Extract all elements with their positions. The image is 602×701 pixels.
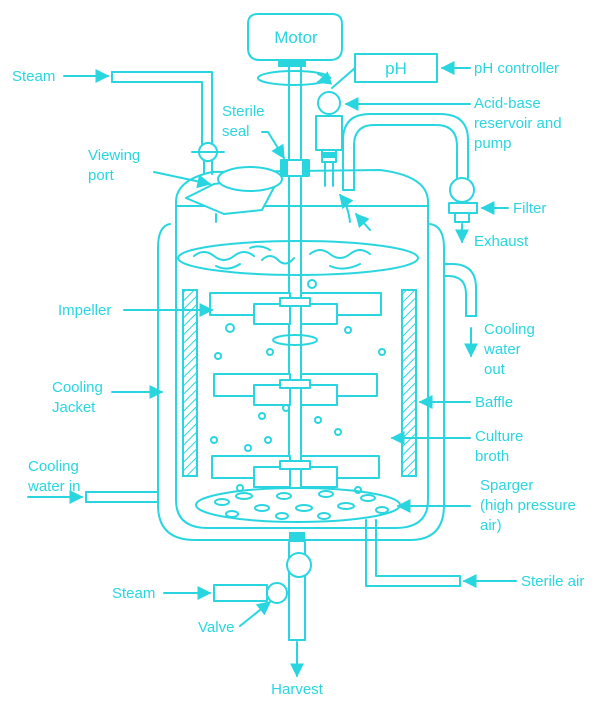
svg-text:Valve: Valve bbox=[198, 619, 234, 636]
svg-text:seal: seal bbox=[222, 123, 250, 140]
svg-text:Baffle: Baffle bbox=[475, 394, 513, 411]
svg-text:(high pressure: (high pressure bbox=[480, 497, 576, 514]
broth-surface bbox=[177, 240, 419, 276]
baffle-right bbox=[401, 289, 417, 477]
label-impeller: Impeller bbox=[58, 302, 214, 319]
drive-shaft bbox=[257, 66, 333, 489]
cooling-jacket bbox=[157, 223, 445, 541]
impeller-bottom bbox=[211, 455, 380, 488]
sparger bbox=[195, 487, 401, 523]
svg-text:Culture: Culture bbox=[475, 428, 523, 445]
cooling-water-out-pipe bbox=[443, 263, 478, 358]
svg-text:Sterile: Sterile bbox=[222, 103, 265, 120]
label-filter: Filter bbox=[480, 200, 546, 217]
svg-text:air): air) bbox=[480, 517, 502, 534]
label-cooling-water-in: Cooling water in bbox=[27, 458, 84, 504]
impeller-top bbox=[209, 292, 382, 325]
cooling-water-in-pipe bbox=[85, 491, 159, 503]
svg-text:pump: pump bbox=[474, 135, 512, 152]
label-cooling-water-out: Cooling water out bbox=[483, 321, 535, 378]
exhaust-pipe bbox=[342, 113, 478, 244]
svg-text:pH controller: pH controller bbox=[474, 60, 559, 77]
svg-text:Steam: Steam bbox=[12, 68, 55, 85]
svg-text:Cooling: Cooling bbox=[484, 321, 535, 338]
shaft-disc bbox=[272, 334, 318, 346]
svg-text:Impeller: Impeller bbox=[58, 302, 111, 319]
baffle-left bbox=[182, 289, 198, 477]
svg-text:Sparger: Sparger bbox=[480, 477, 533, 494]
label-viewing-port: Viewing port bbox=[88, 147, 212, 189]
svg-text:reservoir and: reservoir and bbox=[474, 115, 562, 132]
svg-text:port: port bbox=[88, 167, 115, 184]
label-culture-broth: Culture broth bbox=[390, 428, 523, 465]
motor: Motor bbox=[247, 13, 343, 67]
impeller-middle bbox=[213, 373, 378, 406]
air-bubbles bbox=[210, 279, 386, 494]
label-baffle: Baffle bbox=[418, 394, 513, 411]
sterile-air-pipe bbox=[365, 519, 461, 587]
label-exhaust: Exhaust bbox=[474, 233, 529, 250]
harvest-pipe bbox=[213, 532, 312, 678]
svg-text:Jacket: Jacket bbox=[52, 399, 96, 416]
svg-text:Viewing: Viewing bbox=[88, 147, 140, 164]
label-harvest: Harvest bbox=[271, 681, 324, 698]
steam-line-top bbox=[111, 71, 225, 175]
label-sparger: Sparger (high pressure air) bbox=[396, 477, 576, 534]
label-acid-base: Acid-base reservoir and pump bbox=[344, 95, 562, 152]
svg-text:Sterile air: Sterile air bbox=[521, 573, 584, 590]
label-sterile-seal: Sterile seal bbox=[222, 103, 285, 160]
viewing-port bbox=[185, 166, 283, 223]
svg-text:Steam: Steam bbox=[112, 585, 155, 602]
label-steam-bottom: Steam bbox=[112, 585, 212, 602]
label-sterile-air: Sterile air bbox=[462, 573, 584, 590]
svg-text:Cooling: Cooling bbox=[52, 379, 103, 396]
ph-box: pH bbox=[331, 53, 438, 89]
acid-base-pump bbox=[315, 91, 343, 187]
label-steam-top: Steam bbox=[12, 68, 110, 85]
svg-text:Filter: Filter bbox=[513, 200, 546, 217]
label-valve: Valve bbox=[198, 601, 272, 636]
svg-text:out: out bbox=[484, 361, 506, 378]
sterile-seal bbox=[280, 159, 310, 177]
svg-text:water: water bbox=[483, 341, 521, 358]
label-cooling-jacket: Cooling Jacket bbox=[52, 379, 164, 416]
label-ph-controller: pH controller bbox=[440, 60, 559, 77]
svg-text:broth: broth bbox=[475, 448, 509, 465]
motor-label: Motor bbox=[274, 28, 318, 47]
svg-text:water in: water in bbox=[27, 478, 81, 495]
svg-text:Cooling: Cooling bbox=[28, 458, 79, 475]
ph-label: pH bbox=[385, 59, 407, 78]
svg-text:Acid-base: Acid-base bbox=[474, 95, 541, 112]
